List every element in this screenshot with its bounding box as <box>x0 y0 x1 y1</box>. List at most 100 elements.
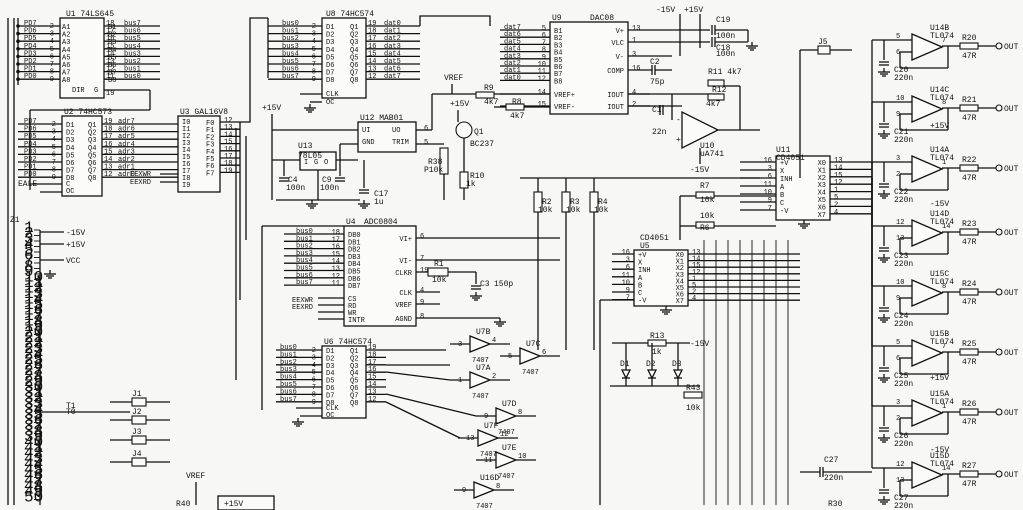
ic-u1-pin: A7 <box>62 70 70 78</box>
ic-u6-pin: CLK <box>326 405 339 413</box>
op-amp-u15a <box>911 399 944 427</box>
net-label: dat1 <box>384 28 401 36</box>
net-label: adr7 <box>118 118 135 126</box>
ic-u4-part: ADC0804 <box>364 218 398 227</box>
connector-pin: 39 <box>24 428 43 446</box>
net-label: PD3 <box>24 148 37 156</box>
pin-number: 1 <box>942 403 946 411</box>
cap-label: C21 <box>894 128 909 137</box>
connector-pin: 40 <box>24 434 43 452</box>
resistor-r7 <box>695 191 715 199</box>
op-amp-part: TL074 <box>930 278 954 287</box>
pin-number: 12 <box>368 73 376 81</box>
resistor-r22 <box>959 164 979 172</box>
rail-label: -15V <box>690 166 709 175</box>
ic-u4-pin: DB3 <box>348 254 361 262</box>
output-label: OUT <box>1004 165 1019 174</box>
net-label: bus6 <box>282 66 299 74</box>
pin-number: 14 <box>942 465 950 473</box>
ic-u13-pin: I <box>304 159 308 167</box>
ic-u2-title: U2 74HC573 <box>64 108 112 117</box>
ic-u1-pin: B5 <box>108 54 116 62</box>
buffer-part: 7407 <box>480 451 497 459</box>
ic-u9-pin: B2 <box>554 35 562 43</box>
pin-number: 17 <box>368 359 376 367</box>
ic-u12-pin: UO <box>392 127 400 135</box>
net-label: dat5 <box>384 58 401 66</box>
ic-u11-pin: X5 <box>818 197 826 205</box>
pin-number: 14 <box>538 89 546 97</box>
res-value: 4k7 <box>706 100 721 109</box>
connector-pin: 38 <box>24 423 43 441</box>
op-amp-u14b <box>911 33 944 61</box>
pin-number: 16 <box>224 146 232 154</box>
pin-number: 5 <box>834 194 838 202</box>
net-label: bus4 <box>296 257 313 265</box>
res-label: R4 <box>598 198 608 207</box>
connector-pin: 17 <box>24 307 43 325</box>
pin-number: 4 <box>50 38 54 46</box>
ic-u11-pin: X <box>780 168 785 176</box>
net-label: bus6 <box>296 272 313 280</box>
res-value: 4k7 <box>510 112 525 121</box>
pin-number: 13 <box>106 58 114 66</box>
resistor-r24 <box>959 288 979 296</box>
ic-u11-pin: +V <box>780 160 789 168</box>
pin-number: 12 <box>896 461 904 469</box>
ic-u2-pin: D8 <box>66 175 74 183</box>
res-value: 1k <box>466 180 476 189</box>
buffer-part: 7407 <box>476 503 493 510</box>
op-amp-u15d <box>911 461 944 489</box>
op-amp-ref: U14A <box>930 146 949 155</box>
pin-number: 7 <box>50 61 54 69</box>
resistor-r43 <box>683 391 703 399</box>
ic-u4-pin: VI+ <box>399 236 412 244</box>
connector-pin: 11 <box>24 274 43 292</box>
pin-number: 12 <box>538 75 546 83</box>
ic-u8-pin: Q2 <box>350 32 358 40</box>
res-value: 4k7 <box>484 98 499 107</box>
cap-label: C1 <box>652 106 662 115</box>
ic-u4-pin: DB7 <box>348 283 361 291</box>
pin-number: 17 <box>224 153 232 161</box>
jumper-label: J3 <box>132 428 142 437</box>
pin-number: 14 <box>942 223 950 231</box>
ic-u9-pin: B7 <box>554 71 562 79</box>
ic-u4-pin: WR <box>348 310 357 318</box>
ic-u4-pin: AGND <box>395 316 412 324</box>
net-label: bus3 <box>282 43 299 51</box>
ic-u3 <box>177 115 221 193</box>
ic-u13-part: 78L05 <box>298 152 322 161</box>
ic-u1-pin: DIR <box>72 87 85 95</box>
pin-number: 6 <box>626 264 630 272</box>
output-terminal <box>995 408 1003 416</box>
pin-number: 4 <box>312 362 316 370</box>
connector-pin: 25 <box>24 351 43 369</box>
ic-u3-pin: I2 <box>182 133 190 141</box>
cap-label: C19 <box>716 16 731 25</box>
res-value: 10k <box>700 212 715 221</box>
net-label: bus3 <box>280 366 297 374</box>
pin-number: 9 <box>312 76 316 84</box>
ic-u5-pin: X <box>638 260 643 268</box>
connector-pin: 13 <box>24 285 43 303</box>
pin-number: 12 <box>896 219 904 227</box>
op-amp-ref: U15A <box>930 390 949 399</box>
ic-u9-pin: B3 <box>554 42 562 50</box>
resistor-r26 <box>959 408 979 416</box>
pin-number: 6 <box>896 355 900 363</box>
output-label: OUT <box>1004 349 1019 358</box>
cap-value: 220n <box>894 380 913 389</box>
ic-u9-pin: VREF+ <box>554 92 575 100</box>
output-label: OUT <box>1004 229 1019 238</box>
pin-number: 12 <box>692 269 700 277</box>
res-label: R12 <box>712 86 727 95</box>
connector-pin: 4 <box>24 236 34 254</box>
ic-u5-pin: X4 <box>676 278 684 286</box>
ic-u2-pin: Q8 <box>88 175 96 183</box>
rail-label: -15V <box>656 6 675 15</box>
cap-label: C4 <box>288 176 298 185</box>
pin-number: 8 <box>420 313 424 321</box>
pin-number: 5 <box>896 339 900 347</box>
